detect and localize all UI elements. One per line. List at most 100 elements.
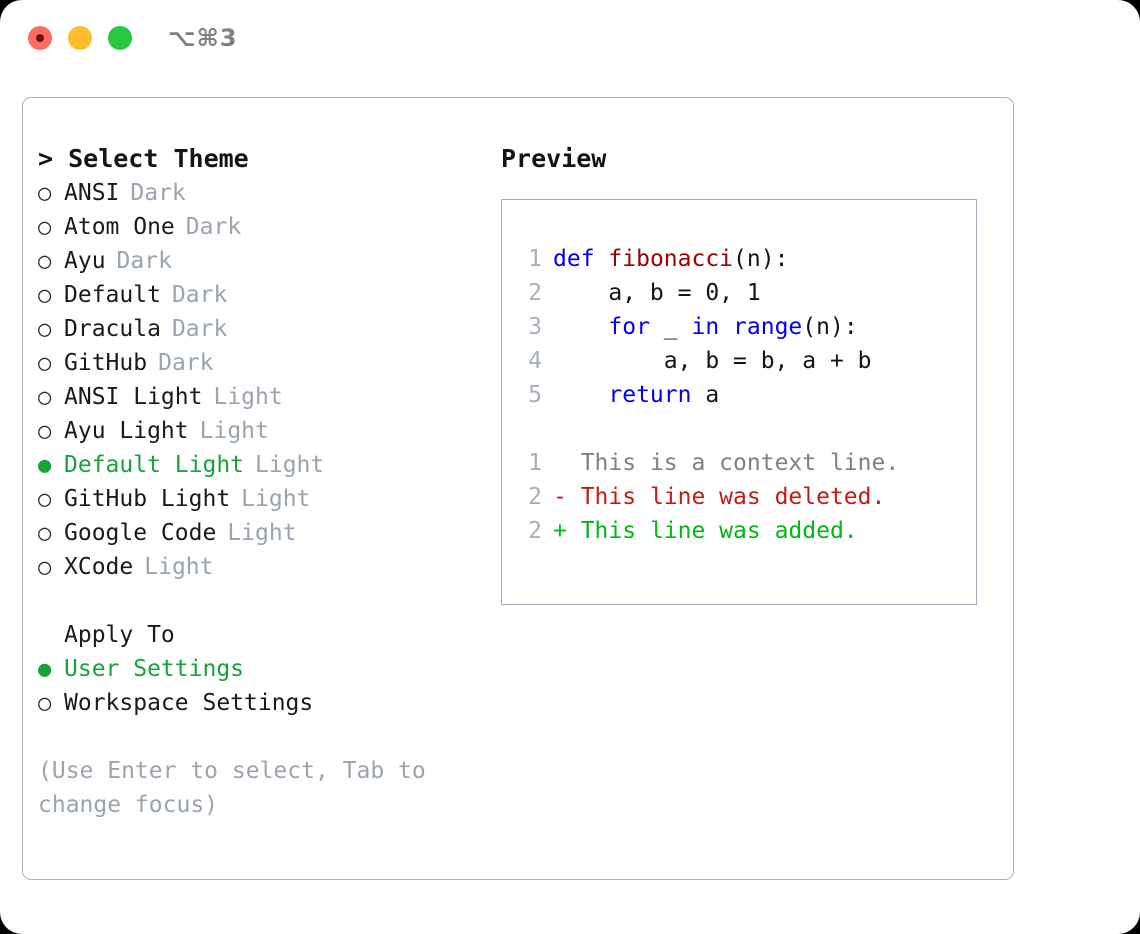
theme-name: Default xyxy=(64,282,161,308)
code-token xyxy=(553,382,608,408)
radio-selected-icon: ● xyxy=(38,657,52,682)
radio-unselected-icon: ○ xyxy=(38,181,52,206)
code-line: 4 a, b = b, a + b xyxy=(516,344,976,378)
diff-marker: - xyxy=(553,484,581,510)
theme-name: Dracula xyxy=(64,316,161,342)
code-token: for xyxy=(608,314,650,340)
apply-to-item[interactable]: ○Workspace Settings xyxy=(38,686,488,720)
apply-to-item[interactable]: ● User Settings xyxy=(38,652,488,686)
code-token xyxy=(595,246,609,272)
theme-variant-badge: Light xyxy=(199,418,269,444)
theme-variant-badge: Light xyxy=(255,452,325,478)
apply-to-list[interactable]: ● User Settings ○Workspace Settings xyxy=(38,652,488,720)
code-token: (n): xyxy=(802,314,858,340)
diff-line-text: This line was deleted. xyxy=(580,484,886,510)
theme-variant-badge: Dark xyxy=(185,214,242,240)
minimize-light-icon[interactable] xyxy=(68,26,92,50)
code-token: def xyxy=(553,246,595,272)
code-line: 3 for _ in range(n): xyxy=(516,310,976,344)
diff-sample: 1 This is a context line. 2- This line wa… xyxy=(516,446,976,548)
code-token xyxy=(719,314,733,340)
code-line-text: return a xyxy=(553,378,719,412)
code-token: a xyxy=(691,382,720,408)
code-token: return xyxy=(608,382,692,408)
apply-to-label: Workspace Settings xyxy=(64,690,314,716)
apply-to-heading: Apply To xyxy=(64,622,175,648)
radio-selected-icon: ● xyxy=(38,453,52,478)
theme-name: Ayu xyxy=(64,248,106,274)
code-line: 2 a, b = 0, 1 xyxy=(516,276,976,310)
code-token xyxy=(553,314,608,340)
keyboard-hint: (Use Enter to select, Tab to change focu… xyxy=(38,758,426,818)
radio-unselected-icon: ○ xyxy=(38,385,52,410)
theme-name: ANSI xyxy=(64,180,120,206)
theme-name: GitHub Light xyxy=(64,486,231,512)
radio-unselected-icon: ○ xyxy=(38,283,52,308)
maximize-light-icon[interactable] xyxy=(108,26,132,50)
theme-variant-badge: Light xyxy=(213,384,283,410)
theme-variant-badge: Light xyxy=(241,486,311,512)
theme-name: Ayu Light xyxy=(64,418,189,444)
line-number: 1 xyxy=(528,246,542,272)
line-number: 4 xyxy=(528,348,542,374)
line-number: 2 xyxy=(528,518,542,544)
theme-variant-badge: Dark xyxy=(171,282,228,308)
code-token: a, b = b, a + b xyxy=(553,348,872,374)
theme-name: Default Light xyxy=(64,452,245,478)
traffic-lights xyxy=(28,26,132,50)
code-diff-spacer xyxy=(516,412,976,446)
page-title: > Select Theme xyxy=(38,144,249,173)
section-spacer xyxy=(38,584,488,618)
close-light-icon[interactable] xyxy=(28,26,52,50)
theme-list-item[interactable]: ○ Atom One Dark xyxy=(38,210,488,244)
theme-variant-badge: Dark xyxy=(130,180,186,206)
theme-variant-badge: Dark xyxy=(116,248,172,274)
theme-name: Google Code xyxy=(64,520,217,546)
theme-variant-badge: Dark xyxy=(158,350,214,376)
line-number: 1 xyxy=(528,450,542,476)
diff-line-text: This is a context line. xyxy=(580,450,900,476)
radio-unselected-icon: ○ xyxy=(38,215,52,240)
theme-name: Atom One xyxy=(64,214,175,240)
code-token: (n): xyxy=(733,246,789,272)
code-token: _ xyxy=(649,314,692,340)
code-line: 1 def fibonacci(n): xyxy=(516,242,976,276)
radio-unselected-icon: ○ xyxy=(38,351,52,376)
theme-variant-badge: Light xyxy=(144,554,214,580)
code-token: range xyxy=(733,314,803,340)
code-line-text: a, b = 0, 1 xyxy=(553,276,761,310)
theme-variant-badge: Dark xyxy=(171,316,228,342)
radio-unselected-icon: ○ xyxy=(38,487,52,512)
apply-to-label: User Settings xyxy=(64,656,245,682)
code-token: fibonacci xyxy=(608,246,734,272)
theme-list-item[interactable]: ● Default Light Light xyxy=(38,448,488,482)
diff-line-text: This line was added. xyxy=(580,518,858,544)
diff-line: 1 This is a context line. xyxy=(516,446,976,480)
code-line-text: def fibonacci(n): xyxy=(553,242,788,276)
radio-unselected-icon: ○ xyxy=(38,317,52,342)
line-number: 3 xyxy=(528,314,542,340)
theme-list-item[interactable]: ○ Default Dark xyxy=(38,278,488,312)
keyboard-shortcut-label: ⌥⌘3 xyxy=(168,24,238,52)
preview-title: Preview xyxy=(501,144,607,173)
code-line: 5 return a xyxy=(516,378,976,412)
code-token: in xyxy=(691,314,720,340)
diff-line: 2+ This line was added. xyxy=(516,514,976,548)
theme-list-item[interactable]: ○ ANSI Dark xyxy=(38,176,488,210)
theme-list-item[interactable]: ○ Dracula Dark xyxy=(38,312,488,346)
line-number: 2 xyxy=(528,280,542,306)
code-token: a, b = 0, 1 xyxy=(553,280,761,306)
theme-list-item[interactable]: ○ GitHub Light Light xyxy=(38,482,488,516)
